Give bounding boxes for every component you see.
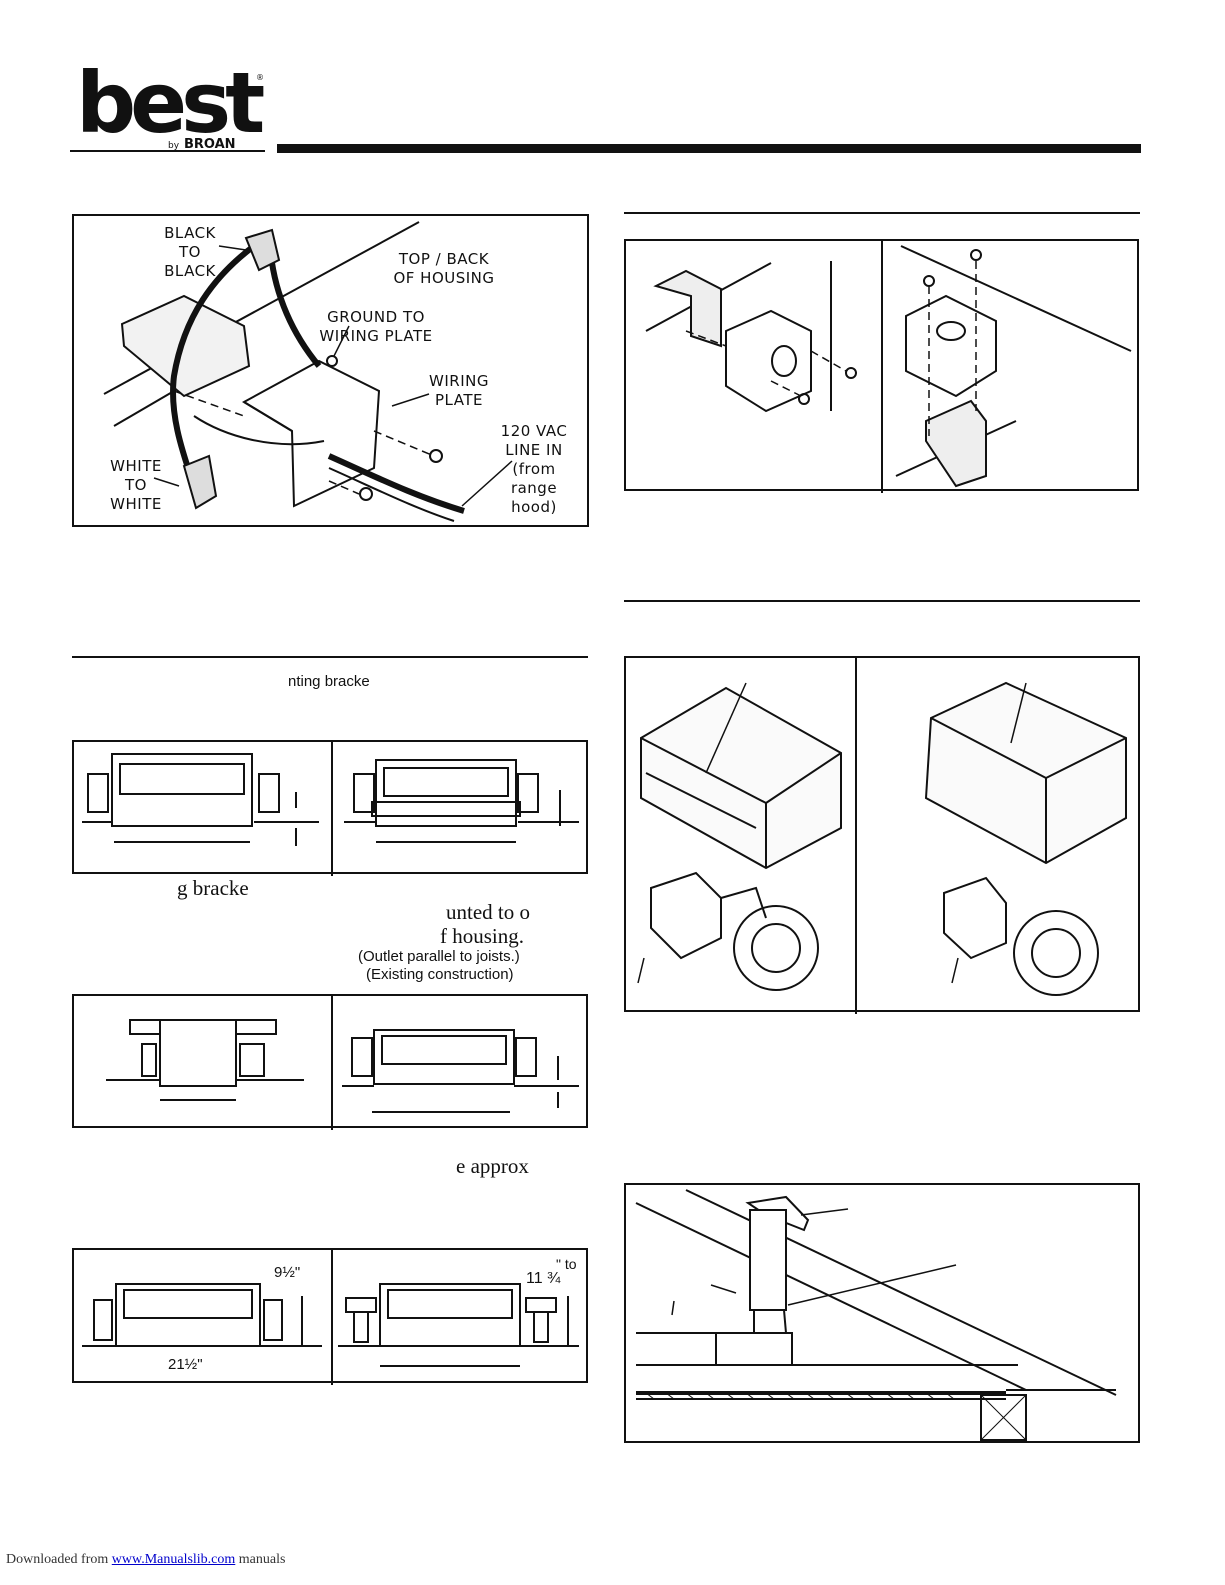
brand-logo: best ® by BROAN: [70, 54, 270, 158]
svg-text:best: best: [76, 54, 264, 152]
section-rule-right-1: [624, 212, 1140, 214]
footer-prefix: Downloaded from: [6, 1552, 112, 1567]
svg-text:®: ®: [256, 73, 264, 82]
text-fragment-1: nting bracke: [288, 673, 370, 690]
mount-drawing-1: [82, 742, 579, 876]
label-white-to-white: WHITE TO WHITE: [110, 457, 162, 513]
label-line-in: 120 VAC LINE IN (from range hood): [500, 422, 568, 516]
text-fragment-2: g bracke: [177, 876, 249, 900]
wiring-drawing: [103, 221, 513, 522]
note-existing-construction: (Existing construction): [366, 966, 514, 983]
label-wiring-plate: WIRING PLATE: [429, 372, 489, 409]
dim-height-a: 9½": [274, 1264, 301, 1281]
footer: Downloaded from www.Manualslib.com manua…: [6, 1552, 285, 1568]
roof-duct-drawing: [635, 1189, 1117, 1441]
svg-text:by: by: [168, 141, 180, 151]
blower-figure: [624, 656, 1140, 1014]
label-black-to-black: BLACK TO BLACK: [164, 224, 216, 280]
text-fragment-5: e approx: [456, 1154, 529, 1178]
dim-width: 21½": [168, 1356, 203, 1373]
header-rule-left: [70, 150, 265, 152]
section-rule-left: [72, 656, 588, 658]
header-bar: [277, 144, 1141, 153]
section-rule-right-2: [624, 600, 1140, 602]
mount-drawing-3: [82, 1250, 579, 1385]
mount-figure-3: 9½" " to 11 ¾ 21½": [72, 1248, 588, 1385]
logo-mark: best ® by BROAN: [76, 54, 270, 152]
mount-figure-2: [72, 994, 588, 1130]
footer-suffix: manuals: [235, 1552, 286, 1567]
svg-text:BROAN: BROAN: [184, 137, 236, 152]
plate-mount-drawing: [645, 241, 1132, 493]
note-outlet-parallel: (Outlet parallel to joists.): [358, 948, 520, 965]
label-ground: GROUND TO WIRING PLATE: [319, 308, 433, 345]
text-fragment-4: f housing.: [440, 924, 524, 948]
text-fragment-3: unted to o: [446, 900, 530, 924]
blower-drawing: [637, 658, 1127, 1014]
wiring-figure: BLACK TO BLACK TOP / BACK OF HOUSING GRO…: [72, 214, 589, 527]
dim-height-b: 11 ¾: [526, 1270, 561, 1287]
roof-duct-figure: [624, 1183, 1140, 1443]
mount-drawing-2: [106, 996, 579, 1130]
mount-figure-1: [72, 740, 588, 876]
dim-height-b-prefix: " to: [556, 1256, 577, 1272]
footer-link[interactable]: www.Manualslib.com: [111, 1552, 236, 1567]
label-top-back: TOP / BACK OF HOUSING: [393, 250, 495, 287]
plate-mount-figure: [624, 239, 1139, 493]
